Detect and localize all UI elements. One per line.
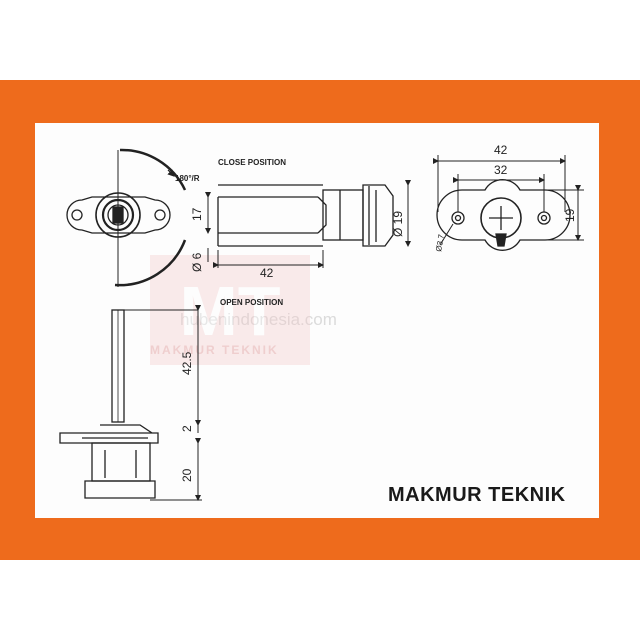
close-position-label: CLOSE POSITION bbox=[218, 158, 286, 167]
flange-front-view bbox=[436, 179, 571, 251]
svg-text:MT: MT bbox=[179, 272, 280, 350]
dim-2: 2 bbox=[180, 425, 194, 432]
brand-name: MAKMUR TEKNIK bbox=[388, 484, 566, 506]
watermark-site: hubenindonesia.com bbox=[180, 310, 337, 330]
dim-diameter-6: Ø 6 bbox=[190, 252, 204, 272]
dim-19-front: 19 bbox=[563, 208, 577, 222]
watermark-name: MAKMUR TEKNIK bbox=[150, 343, 279, 357]
dim-42-side: 42 bbox=[260, 266, 274, 280]
drawing-sheet bbox=[35, 123, 599, 518]
dim-17: 17 bbox=[190, 207, 204, 221]
rotation-label: 180°/R bbox=[175, 174, 200, 183]
dim-32-front: 32 bbox=[494, 163, 508, 177]
lock-side-view bbox=[217, 184, 394, 247]
lock-open-view bbox=[59, 309, 159, 499]
dim-hole-3-7: Ø3.7 bbox=[434, 233, 446, 252]
open-position-label: OPEN POSITION bbox=[220, 298, 283, 307]
lock-front-view bbox=[66, 148, 187, 287]
dim-20: 20 bbox=[180, 468, 194, 482]
dim-diameter-19: Ø 19 bbox=[391, 211, 405, 237]
dim-42-5: 42.5 bbox=[180, 351, 194, 375]
dim-42-front: 42 bbox=[494, 143, 508, 157]
